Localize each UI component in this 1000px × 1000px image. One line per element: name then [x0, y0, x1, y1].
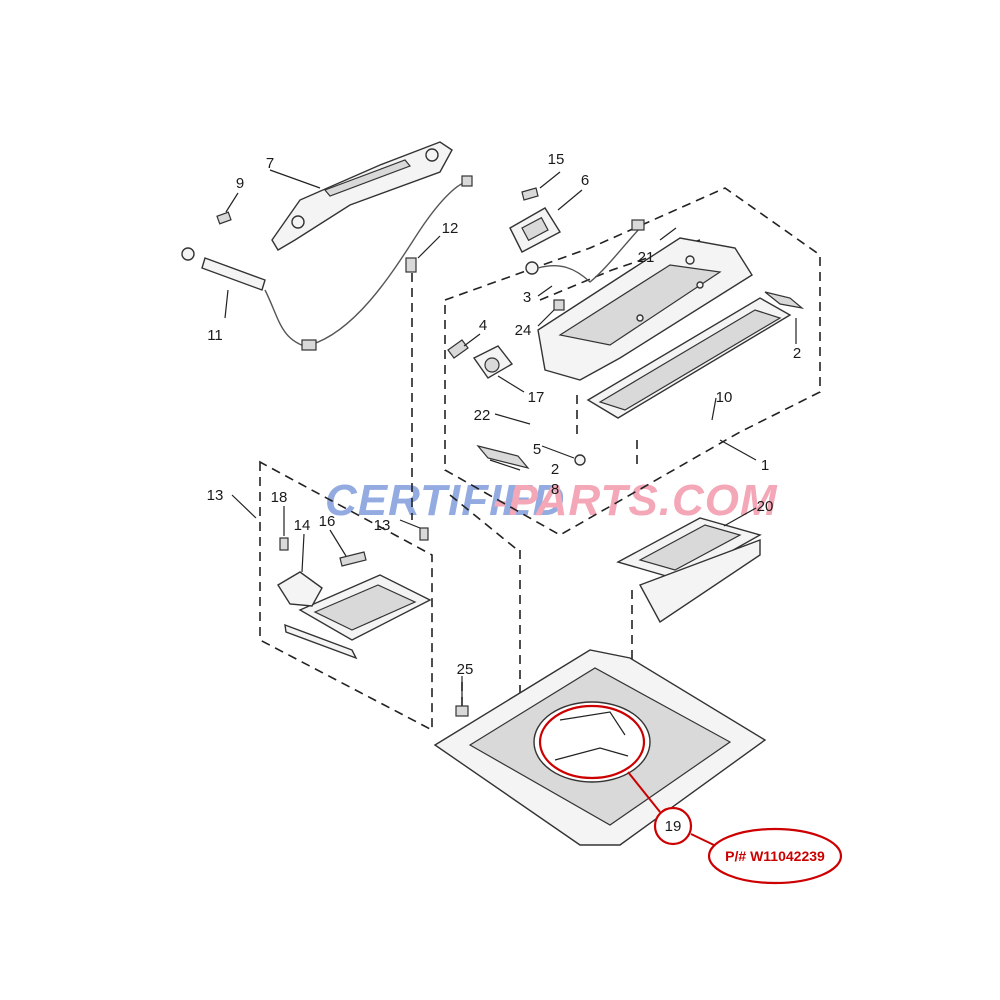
part-20-dispenser: [616, 517, 762, 624]
label-21: 21: [638, 249, 655, 266]
label-17: 17: [528, 389, 545, 406]
part-3-harness: [525, 219, 645, 283]
leader-lines: [224, 169, 797, 700]
callout-labels: 7 9 11 12 15 6 3 24 4 17 22 5 2 8 21 2 1…: [207, 151, 802, 835]
label-1: 1: [761, 457, 769, 474]
label-15: 15: [548, 151, 565, 168]
label-10: 10: [716, 389, 733, 406]
label-18: 18: [271, 489, 288, 506]
callout-connector: [690, 833, 717, 847]
label-13-outer: 13: [207, 487, 224, 504]
label-6: 6: [581, 172, 589, 189]
label-24: 24: [515, 322, 532, 339]
label-4: 4: [479, 317, 487, 334]
watermark: CERTIFIED -PARTS.COM: [325, 476, 778, 525]
label-7: 7: [266, 155, 274, 172]
watermark-part2: -PARTS.COM: [493, 476, 778, 525]
label-13-inner: 13: [374, 517, 391, 534]
part-2-clips: [764, 291, 805, 309]
label-19: 19: [665, 818, 682, 835]
part-number-oval: [707, 827, 843, 885]
part-24-clip: [553, 299, 565, 311]
highlight-ring: [538, 704, 646, 780]
label-11: 11: [207, 327, 223, 344]
part-17-switch: [472, 345, 514, 379]
label-8: 8: [551, 481, 559, 498]
part-10-display-panel: [586, 297, 792, 419]
label-9: 9: [236, 175, 244, 192]
part-19-top-cover: [433, 649, 767, 846]
part-19-highlight: P/# W11042239: [538, 704, 843, 885]
part-25-screw: [455, 705, 469, 717]
part-11-wire-harness: [181, 175, 473, 351]
highlight-leader: [627, 771, 661, 813]
label-16: 16: [319, 513, 336, 530]
label-20: 20: [757, 498, 774, 515]
label-14: 14: [294, 517, 311, 534]
part-6-control-board: [509, 207, 561, 253]
label-12: 12: [442, 220, 459, 237]
label-3: 3: [523, 289, 531, 306]
part-9-screw: [216, 211, 232, 225]
callout-19-circle: [653, 806, 693, 846]
part-number-label: P/# W11042239: [725, 848, 825, 864]
part-7-console-trim: [271, 141, 453, 251]
label-2-upper: 2: [793, 345, 801, 362]
part-21-console-housing: [537, 237, 753, 381]
part-12-screw: [405, 257, 417, 273]
watermark-part1: CERTIFIED: [325, 476, 565, 525]
label-5: 5: [533, 441, 541, 458]
part-13-lid-lock-assembly: [277, 527, 432, 660]
part-4-knob: [447, 339, 469, 359]
label-2-lower: 2: [551, 461, 559, 478]
label-22: 22: [474, 407, 491, 424]
label-25: 25: [457, 661, 474, 678]
part-15-clip: [521, 187, 539, 201]
part-8-button-strip: [476, 444, 586, 470]
